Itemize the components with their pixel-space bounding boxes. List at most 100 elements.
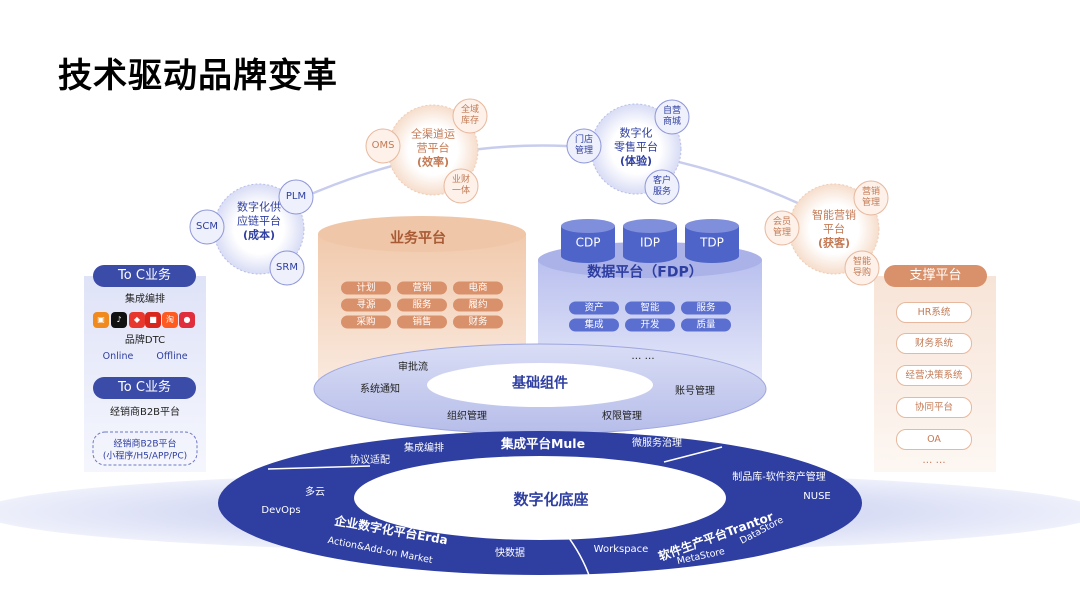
protocol-adapt-label: 协议适配 [350,454,390,466]
b2b-platform-box-line1: 经销商B2B平台 [113,439,177,450]
supply-chain-platform-label: 数字化供 应链平台 (成本) [237,200,281,241]
business-chip: 财务 [453,315,503,329]
toc-business-pill-1: To C业务 [93,265,196,287]
business-chip: 采购 [341,315,391,329]
marketing-line2: 平台 [823,222,845,236]
inventory-line1: 全域 [460,104,480,115]
business-chip: 履约 [453,298,503,312]
business-chip: 服务 [397,298,447,312]
data-chip: 资产 [569,301,619,315]
page-title: 技术驱动品牌变革 [58,56,338,96]
omni-line2: 营平台 [416,141,450,155]
service-line1: 客户 [652,175,672,186]
finance-node: 业财 一体 [452,175,470,198]
mall-line2: 商城 [662,117,682,127]
small-cylinders [561,219,739,263]
guide-line1: 智能 [852,256,872,267]
business-chip: 计划 [341,281,391,295]
member-line2: 管理 [772,228,792,238]
campaign-line2: 管理 [861,198,881,208]
mall-line1: 自营 [662,105,682,116]
app-logo-icon: ● [179,312,195,328]
approval-flow-label: 审批流 [398,361,428,373]
app-logo-icon: ▣ [93,312,109,328]
brand-dtc-label: 品牌DTC [124,334,166,346]
b2b-platform-label: 经销商B2B平台 [109,406,181,418]
app-logo-icon: ■ [145,312,161,328]
marketing-tag: (获客) [817,235,851,249]
toc-integration-label: 集成编排 [125,293,165,305]
data-chip: 集成 [569,318,619,332]
campaign-node: 营销 管理 [862,187,880,210]
supply-tag: (成本) [242,227,276,241]
finance-line1: 业财 [451,174,471,185]
workspace-label: Workspace [593,543,649,555]
finance-system-item: 财务系统 [896,333,972,354]
data-platform-title: 数据平台（FDP） [587,264,703,281]
oms-node: OMS [371,139,395,151]
offline-label: Offline [156,351,188,363]
retail-platform-label: 数字化 零售平台 (体验) [614,126,658,167]
data-chip: 智能 [625,301,675,315]
douyin-icon: ♪ [111,312,127,328]
omni-channel-platform-label: 全渠道运 营平台 (效率) [411,127,455,168]
member-node: 会员 管理 [773,217,791,240]
digital-foundation-title: 数字化底座 [513,490,589,509]
omni-line1: 全渠道运 [411,127,455,141]
retail-line2: 零售平台 [614,140,658,154]
permission-management-label: 权限管理 [602,410,642,422]
service-node: 客户 服务 [653,176,671,199]
taobao-icon: 淘 [162,312,178,328]
account-management-label: 账号管理 [675,385,715,397]
retail-line1: 数字化 [619,126,653,140]
mule-title: 集成平台Mule [500,436,586,452]
b2b-platform-box-line2: (小程序/H5/APP/PC) [102,451,188,462]
microservice-governance-label: 微服务治理 [632,437,682,449]
scm-node: SCM [196,220,218,232]
collab-platform-item: 协同平台 [896,397,972,418]
marketing-platform-label: 智能营销 平台 (获客) [812,208,856,249]
business-chip: 电商 [453,281,503,295]
oa-item: OA [896,429,972,450]
supply-line1: 数字化供 [237,200,281,214]
decision-system-item: 经营决策系统 [896,365,972,386]
cdp-label: CDP [575,235,601,250]
data-chip: 服务 [681,301,731,315]
marketing-line1: 智能营销 [812,208,856,222]
devops-label: DevOps [261,504,301,516]
business-chip: 寻源 [341,298,391,312]
retail-tag: (体验) [619,153,653,167]
srm-node: SRM [276,261,298,273]
business-chip: 营销 [397,281,447,295]
store-line1: 门店 [574,134,594,145]
tdp-label: TDP [700,235,724,250]
store-line2: 管理 [574,146,594,156]
toc-business-pill-2: To C业务 [93,377,196,399]
guide-node: 智能 导购 [853,257,871,280]
base-more-label: … … [631,350,655,362]
left-panel-bg [84,276,206,472]
system-notice-label: 系统通知 [360,383,400,395]
support-more-label: … … [922,454,946,466]
org-management-label: 组织管理 [447,410,487,422]
support-platform-pill: 支撑平台 [884,265,987,287]
app-logo-icon: ◆ [129,312,145,328]
data-chip: 开发 [625,318,675,332]
store-node: 门店 管理 [575,135,593,158]
service-line2: 服务 [652,187,672,197]
business-platform-title: 业务平台 [390,230,446,247]
supply-line2: 应链平台 [237,214,281,228]
finance-line2: 一体 [451,186,471,196]
online-label: Online [102,351,134,363]
inventory-node: 全域 库存 [461,105,479,128]
data-chip: 质量 [681,318,731,332]
omni-tag: (效率) [416,154,450,168]
integration-orchestration-label: 集成编排 [404,442,444,454]
member-line1: 会员 [772,216,792,227]
hr-system-item: HR系统 [896,302,972,323]
base-components-title: 基础组件 [512,375,568,392]
guide-line2: 导购 [852,268,872,278]
multi-cloud-label: 多云 [305,486,325,498]
artifact-repo-label: 制品库-软件资产管理 [732,471,826,483]
